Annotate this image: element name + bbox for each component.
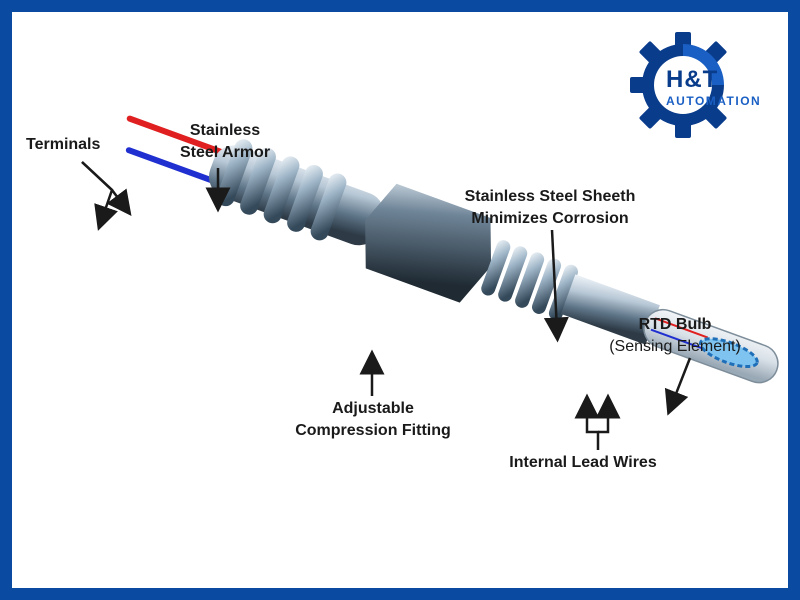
logo-brand: H&T	[666, 66, 719, 93]
gear-icon	[630, 32, 727, 138]
internal-red-wire	[654, 317, 709, 339]
blue-terminal-wire	[125, 147, 215, 184]
rtd-sensor-diagram	[81, 115, 779, 450]
rtd-bulb-label-line1: RTD Bulb	[638, 316, 712, 333]
armor-label-line1: Stainless	[189, 122, 261, 139]
rtd-bulb-label: RTD Bulb (Sensing Element)	[600, 314, 750, 358]
fitting-label-line1: Adjustable	[332, 400, 414, 417]
internal-blue-wire	[650, 328, 704, 350]
sensing-coil	[698, 337, 759, 369]
lead-wires-label: Internal Lead Wires	[509, 454, 657, 471]
rtd-bulb-label-line2: (Sensing Element)	[609, 338, 741, 355]
compression-fitting-hex	[365, 183, 492, 303]
armor-label-line2: Steel Armor	[179, 144, 271, 161]
stainless-sheath	[560, 274, 660, 345]
ht-automation-logo: H&T AUTOMATION	[628, 30, 778, 140]
sheeth-label-line1: Stainless Steel Sheeth	[464, 188, 636, 205]
fitting-label: Adjustable Compression Fitting	[278, 398, 468, 442]
armor-label: Stainless Steel Armor	[150, 120, 300, 164]
logo-subtitle: AUTOMATION	[666, 94, 762, 108]
sheeth-label-line2: Minimizes Corrosion	[471, 210, 629, 227]
red-terminal-wire	[126, 115, 225, 156]
sheeth-label: Stainless Steel Sheeth Minimizes Corrosi…	[440, 186, 660, 230]
callout-arrows	[81, 161, 692, 450]
terminals-label: Terminals	[26, 136, 101, 153]
fitting-label-line2: Compression Fitting	[295, 422, 451, 439]
